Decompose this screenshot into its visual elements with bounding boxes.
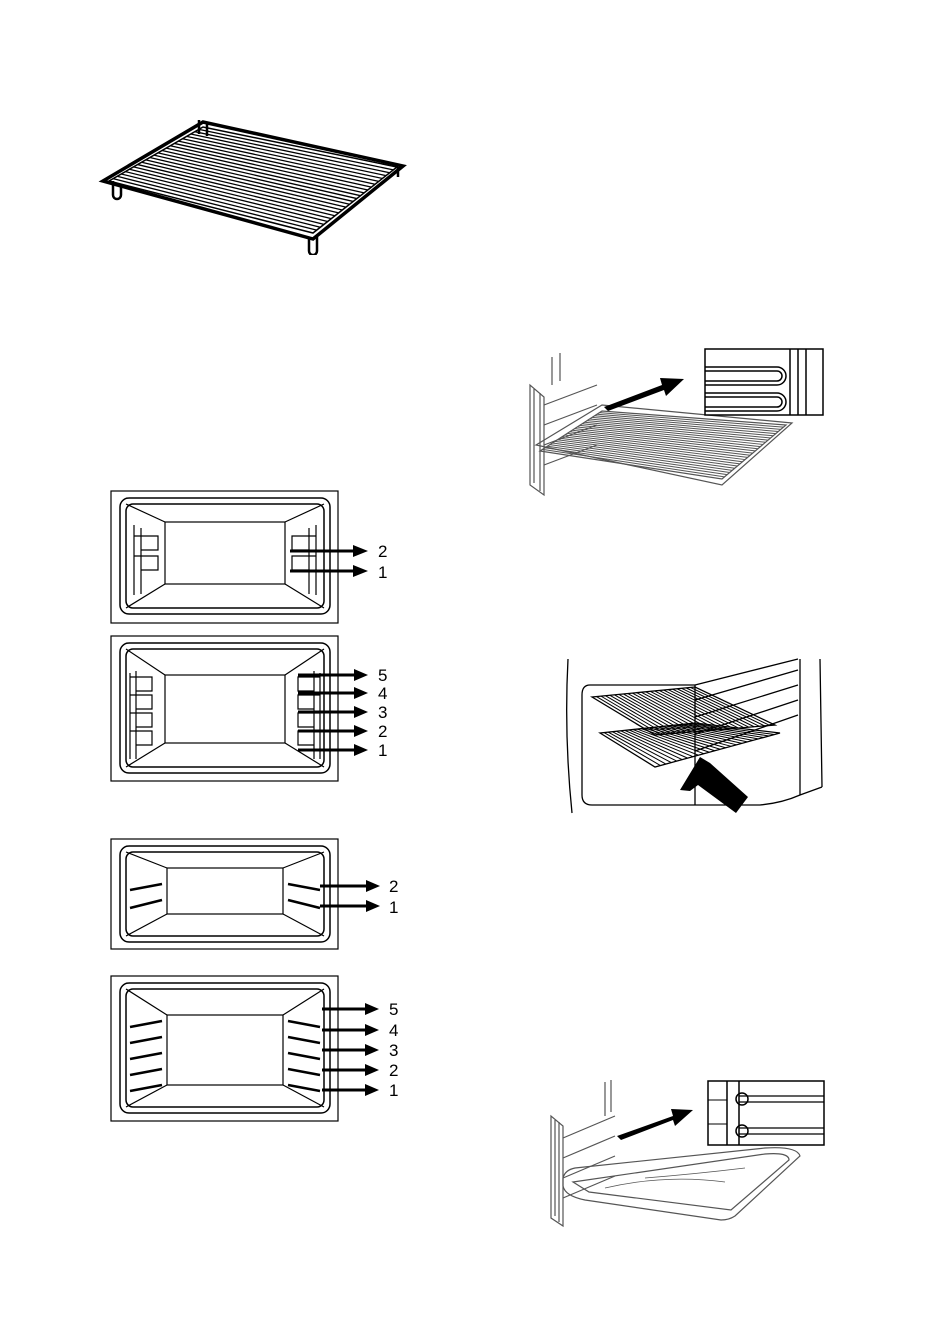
level-label: 2 [378, 722, 387, 741]
baking-tray-insertion-icon [545, 1078, 830, 1228]
wire-shelf-illustration [95, 115, 415, 255]
level-label: 3 [378, 703, 387, 722]
level-label: 5 [378, 666, 387, 685]
level-label: 1 [378, 563, 387, 582]
level-label: 4 [389, 1021, 398, 1040]
level-label: 1 [389, 1081, 398, 1100]
oven-cavity-5-levels-wires: 5 4 3 2 1 [110, 975, 410, 1125]
level-label: 2 [378, 542, 387, 561]
level-label: 2 [389, 1061, 398, 1080]
oven-cavity-2-levels-wires: 2 1 [110, 838, 410, 953]
shelf-insertion-icon [522, 345, 827, 515]
oven-cavity-2-levels-rails: 2 1 [110, 490, 410, 625]
level-label: 5 [389, 1000, 398, 1019]
shelf-insertion-illustration [522, 345, 827, 515]
wire-shelf-icon [95, 115, 415, 255]
level-label: 1 [378, 741, 387, 760]
shelf-push-in-icon [560, 655, 830, 815]
shelf-push-in-illustration [560, 655, 830, 815]
level-label: 3 [389, 1041, 398, 1060]
baking-tray-insertion-illustration [545, 1078, 830, 1228]
oven-cavity-5-levels-rails: 5 4 3 2 1 [110, 635, 410, 785]
level-label: 1 [389, 898, 398, 917]
level-label: 2 [389, 877, 398, 896]
level-label: 4 [378, 684, 387, 703]
